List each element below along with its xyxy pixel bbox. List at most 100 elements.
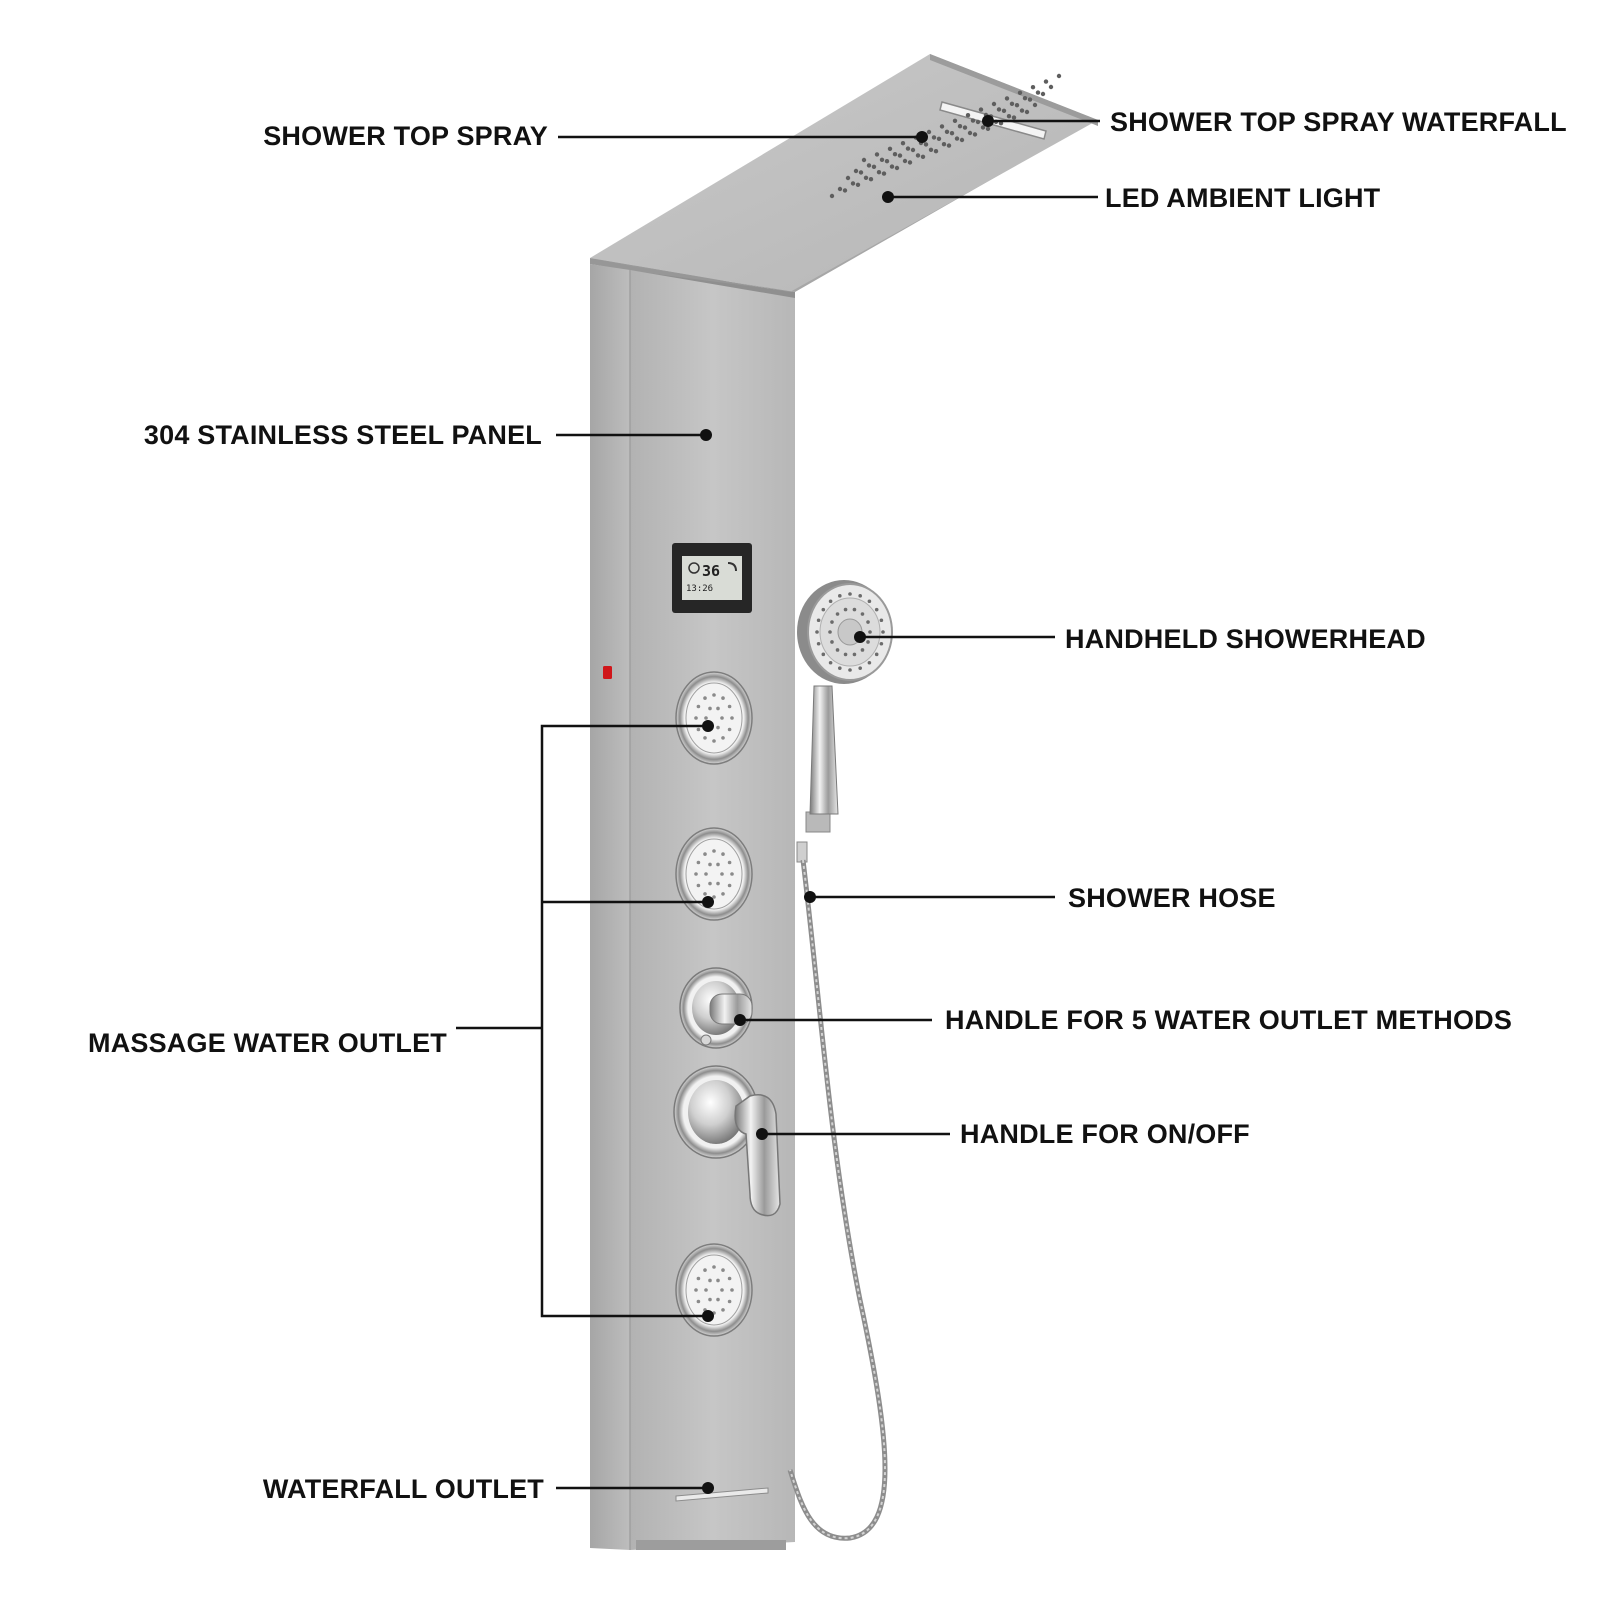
showerhead-hole — [816, 618, 821, 623]
showerhead-hole — [858, 666, 862, 670]
spray-nozzle — [889, 164, 895, 169]
spray-nozzle — [975, 119, 981, 125]
spray-nozzle — [972, 132, 978, 137]
spray-nozzle — [933, 149, 939, 154]
showerhead-hole — [848, 668, 852, 672]
jet-hole — [727, 1299, 732, 1304]
spray-nozzle — [905, 146, 911, 151]
jet-hole — [716, 1278, 720, 1283]
showerhead-hole — [843, 607, 848, 612]
spray-nozzle — [965, 113, 971, 118]
massage-jet-2 — [675, 827, 753, 921]
spray-nozzle — [1030, 85, 1036, 90]
jet-hole — [727, 727, 732, 732]
display-temperature: 36 — [702, 562, 721, 580]
spray-nozzle — [842, 188, 848, 193]
showerhead-hole — [838, 666, 842, 670]
spray-nozzle — [991, 101, 997, 107]
jet-hole — [708, 1278, 712, 1283]
showerhead-hole — [868, 630, 872, 634]
jet-hole — [703, 892, 707, 896]
jet-hole — [696, 727, 701, 732]
diverter-handle — [679, 967, 753, 1049]
spray-nozzle — [837, 186, 843, 192]
spray-nozzle — [962, 125, 968, 130]
jet-hole — [720, 716, 724, 720]
spray-nozzle — [1024, 109, 1030, 115]
spray-nozzle — [879, 157, 885, 162]
spray-nozzle — [1027, 97, 1033, 102]
jet-hole — [721, 1268, 725, 1272]
showerhead-hole — [881, 630, 885, 634]
label-shower-hose: SHOWER HOSE — [1068, 883, 1276, 913]
handheld-handle — [809, 685, 839, 815]
jet-hole — [720, 872, 724, 876]
spray-nozzle — [936, 136, 942, 141]
showerhead-hole — [821, 652, 826, 657]
spray-nozzle — [876, 170, 882, 175]
showerhead-hole — [879, 618, 884, 623]
spray-nozzle — [892, 152, 898, 157]
jet-hole — [696, 1299, 701, 1304]
spray-nozzle — [967, 130, 973, 136]
holder-bracket — [805, 811, 831, 833]
showerhead-hole — [816, 641, 821, 646]
temperature-display — [672, 543, 752, 613]
spray-nozzle — [1048, 84, 1054, 90]
spray-nozzle — [949, 131, 955, 136]
label-massage-water-outlet: MASSAGE WATER OUTLET — [88, 1028, 447, 1058]
jet-hole — [720, 1288, 724, 1292]
jet-hole — [708, 1297, 712, 1302]
jet-hole — [727, 883, 732, 888]
display-time: 13:26 — [686, 584, 714, 594]
jet-hole — [696, 704, 701, 709]
jet-hole — [704, 716, 708, 720]
spray-nozzle — [944, 129, 950, 134]
jet-hole — [712, 849, 716, 853]
spray-nozzle — [866, 163, 872, 168]
showerhead-hole — [867, 599, 872, 604]
showerhead-hole — [874, 652, 879, 657]
jet-hole — [696, 883, 701, 888]
spray-nozzle — [1040, 91, 1046, 97]
jet-hole — [708, 706, 712, 711]
jet-hole — [704, 1288, 708, 1292]
top-spray-head — [590, 54, 1098, 300]
showerhead-hole — [860, 612, 865, 616]
showerhead-hole — [879, 641, 884, 646]
label-handle-on-off: HANDLE FOR ON/OFF — [960, 1119, 1250, 1149]
red-indicator-light — [603, 666, 612, 679]
spray-nozzle — [887, 146, 893, 151]
spray-nozzle — [939, 124, 945, 129]
spray-nozzle — [1043, 79, 1049, 84]
spray-nozzle — [1056, 73, 1062, 79]
handheld-shower — [796, 580, 893, 863]
spray-nozzle — [1022, 96, 1028, 101]
showerhead-hole — [852, 652, 857, 657]
showerhead-hole — [874, 607, 879, 612]
shower-hose — [787, 859, 888, 1541]
jet-hole — [712, 739, 716, 743]
label-waterfall-outlet: WATERFALL OUTLET — [262, 1474, 544, 1504]
showerhead-hole — [838, 594, 842, 598]
spray-nozzle — [1035, 90, 1041, 95]
massage-jet-3 — [675, 1243, 753, 1337]
showerhead-hole — [830, 620, 834, 624]
spray-nozzle — [881, 171, 887, 176]
spray-nozzle — [1006, 114, 1012, 119]
jet-hole — [730, 872, 734, 876]
jet-hole — [727, 704, 732, 709]
label-stainless-steel-panel: 304 STAINLESS STEEL PANEL — [143, 420, 542, 450]
spray-nozzle — [1032, 102, 1038, 108]
spray-nozzle — [1004, 96, 1010, 101]
jet-hole — [716, 862, 720, 867]
top-plate-surface — [590, 54, 1098, 292]
spray-nozzle — [1017, 90, 1023, 96]
showerhead-hole — [830, 640, 834, 644]
jet-hole — [712, 1265, 716, 1269]
spray-nozzle — [858, 170, 864, 175]
jet-hole — [696, 1276, 701, 1281]
spray-nozzle — [931, 135, 937, 140]
spray-nozzle — [853, 168, 859, 174]
